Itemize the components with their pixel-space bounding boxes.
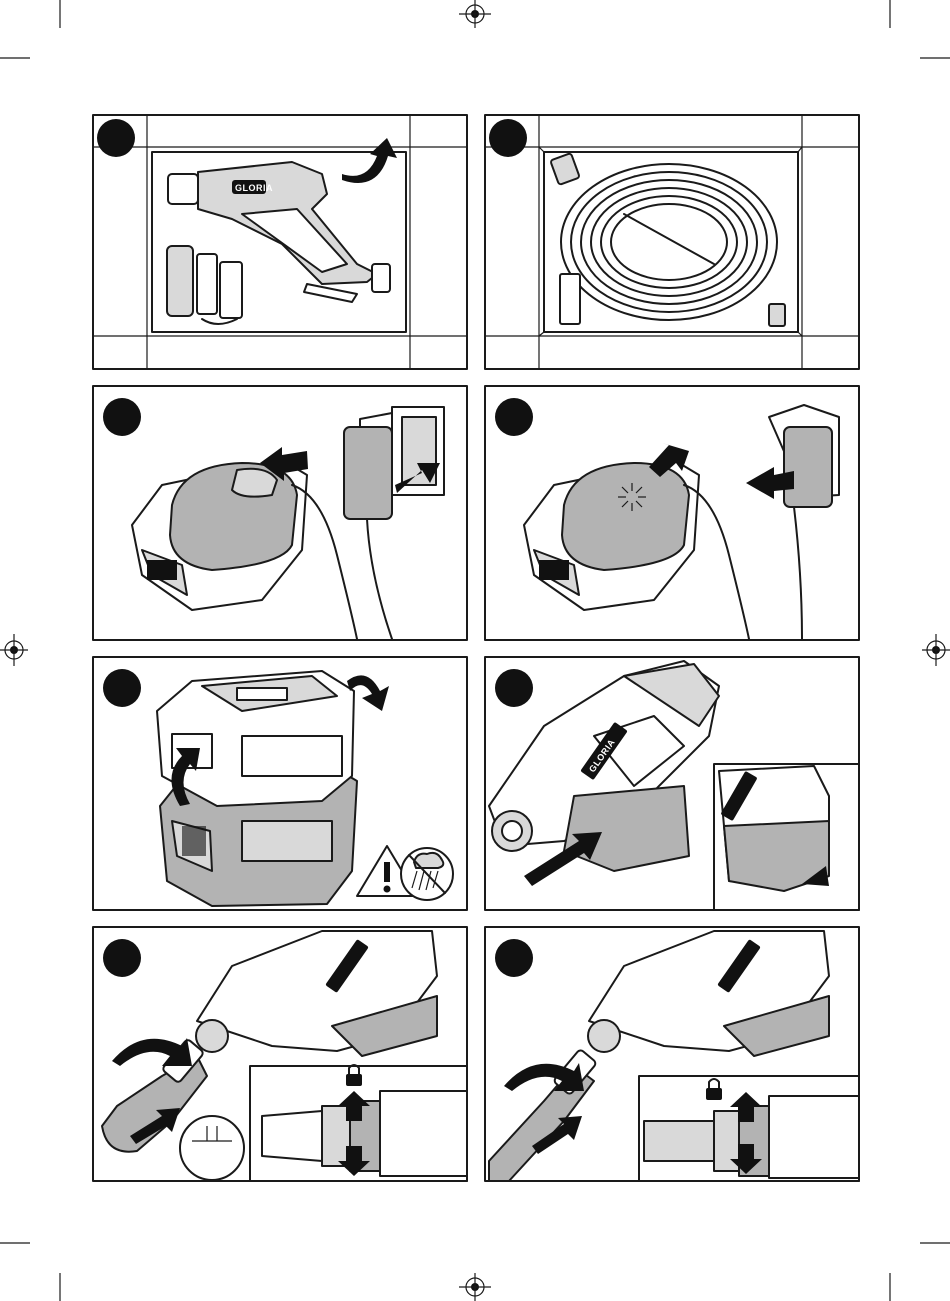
panel-7 [92,926,468,1182]
step-marker [495,398,533,436]
registration-mark-icon [459,0,491,28]
step-marker [103,669,141,707]
spray-gun [588,931,829,1056]
registration-mark-icon [0,634,28,666]
charger-items [167,246,242,324]
brand-label: GLORIA [235,183,273,193]
lock-detail-inset [250,1065,467,1181]
charger-base [524,460,699,610]
registration-mark-icon [922,634,950,666]
step-marker [495,669,533,707]
no-rain-icon [401,848,453,900]
nozzle-detail-circle [180,1116,244,1180]
step-marker [103,939,141,977]
step-marker [103,398,141,436]
spray-gun [196,931,437,1056]
step-marker [97,119,135,157]
charger-base [132,460,307,610]
rotate-arrow-icon [112,1038,192,1066]
panel-2 [484,114,860,370]
panel-8 [484,926,860,1182]
step-marker [489,119,527,157]
wall-socket [769,405,839,507]
detail-inset [714,764,859,910]
coiled-hose [550,153,785,326]
panel-5 [92,656,468,911]
lock-detail-inset [639,1076,859,1181]
registration-mark-icon [459,1273,491,1301]
lift-arrow-icon [342,138,397,183]
panel-4 [484,385,860,641]
battery-pack [157,671,354,806]
panel-3 [92,385,468,641]
panel-6: GLORIA [484,656,860,911]
panel-1: GLORIA [92,114,468,370]
step-marker [495,939,533,977]
